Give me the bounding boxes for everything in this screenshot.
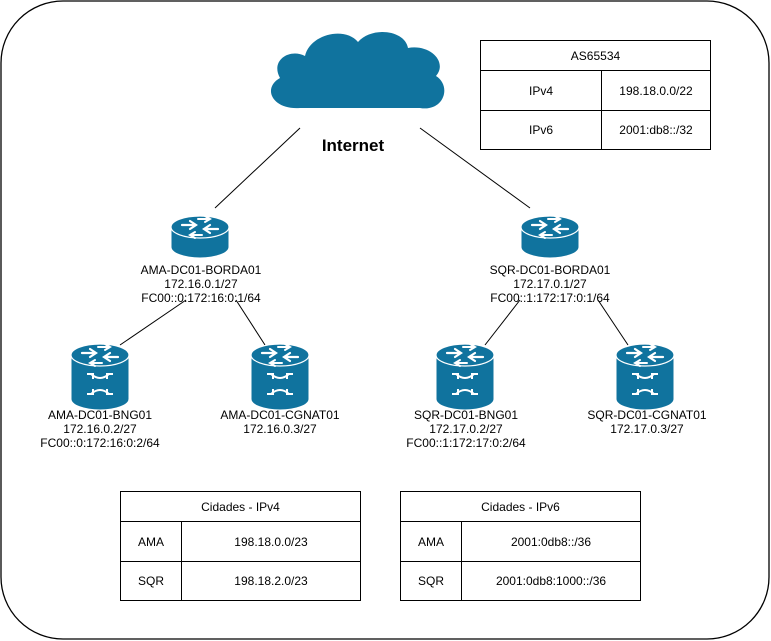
router-label-ama-bng: AMA-DC01-BNG01 172.16.0.2/27 FC00::0:172… [40,408,159,450]
cidade-value: 2001:0db8::/36 [461,521,641,562]
link-internet-ama-borda [214,127,301,209]
link-sqr-borda-cgnat [597,299,629,346]
cidade-value: 198.18.0.0/23 [181,521,361,562]
router-ipv4: 172.17.0.2/27 [429,422,503,436]
cidade-label: AMA [120,521,182,562]
router-label-ama-borda: AMA-DC01-BORDA01 172.16.0.1/27 FC00::0:1… [141,263,262,305]
router-icon-ama-borda [169,214,231,260]
as-table: AS65534 IPv4 198.18.0.0/22 IPv6 2001:db8… [480,40,711,150]
router-name: SQR-DC01-BNG01 [413,408,519,422]
router-name: AMA-DC01-CGNAT01 [220,408,340,422]
cidades-ipv4-title: Cidades - IPv4 [120,491,361,522]
links [119,127,629,346]
cidade-value: 2001:0db8:1000::/36 [461,561,641,601]
router-name: AMA-DC01-BNG01 [47,408,153,422]
router-ipv6: FC00::1:172:17:0:1/64 [490,291,610,305]
router-icon-ama-bng [69,342,131,412]
link-internet-sqr-borda [419,127,531,209]
internet-label: Internet [321,136,385,155]
router-ipv4: 172.16.0.2/27 [63,422,137,436]
router-ipv4: 172.17.0.1/27 [513,277,587,291]
router-ipv6: FC00::0:172:16:0:2/64 [40,436,160,450]
router-name: AMA-DC01-BORDA01 [140,263,262,277]
link-ama-borda-bng [119,299,187,346]
cidades-ipv4-table: Cidades - IPv4 AMA 198.18.0.0/23 SQR 198… [120,491,361,601]
router-label-sqr-bng: SQR-DC01-BNG01 172.17.0.2/27 FC00::1:172… [406,408,525,450]
router-icon-ama-cgnat [249,342,311,412]
cloud-icon [270,31,445,109]
router-icon-sqr-cgnat [614,342,676,412]
router-icon-sqr-borda [519,214,581,260]
router-label-ama-cgnat: AMA-DC01-CGNAT01 172.16.0.3/27 [220,408,339,436]
router-ipv4: 172.16.0.3/27 [243,422,317,436]
cidade-label: AMA [400,521,462,562]
cidade-label: SQR [400,561,462,601]
as-row-value: 198.18.0.0/22 [601,70,711,111]
router-ipv6: FC00::0:172:16:0:1/64 [141,291,261,305]
as-row-value: 2001:db8::/32 [601,110,711,150]
as-row-label: IPv4 [480,70,602,111]
cidade-label: SQR [120,561,182,601]
cidade-value: 198.18.2.0/23 [181,561,361,601]
link-sqr-borda-bng [484,299,521,346]
as-row-label: IPv6 [480,110,602,150]
cidades-ipv6-title: Cidades - IPv6 [400,491,641,522]
link-ama-borda-cgnat [235,299,266,346]
router-label-sqr-cgnat: SQR-DC01-CGNAT01 172.17.0.3/27 [587,408,706,436]
router-ipv4: 172.17.0.3/27 [610,422,684,436]
cidades-ipv6-table: Cidades - IPv6 AMA 2001:0db8::/36 SQR 20… [400,491,641,601]
router-ipv6: FC00::1:172:17:0:2/64 [406,436,526,450]
router-name: SQR-DC01-CGNAT01 [587,408,707,422]
as-table-title: AS65534 [480,40,711,71]
router-name: SQR-DC01-BORDA01 [489,263,611,277]
router-icon-sqr-bng [434,342,496,412]
router-label-sqr-borda: SQR-DC01-BORDA01 172.17.0.1/27 FC00::1:1… [490,263,611,305]
router-ipv4: 172.16.0.1/27 [164,277,238,291]
